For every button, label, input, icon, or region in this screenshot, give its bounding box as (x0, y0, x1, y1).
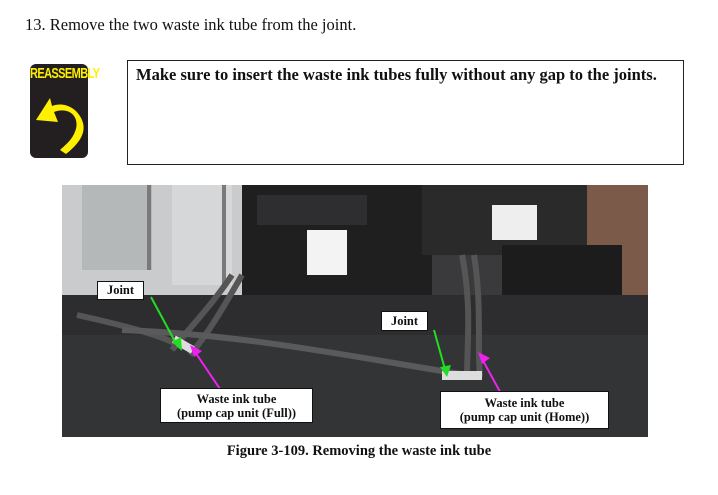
joint-label-right: Joint (381, 311, 428, 331)
reassembly-icon-label: REASSEMBLY (30, 66, 100, 82)
tube-label-home-line1: Waste ink tube (484, 396, 565, 410)
figure-photo: Joint Joint Waste ink tube (pump cap uni… (62, 185, 648, 437)
tube-label-full: Waste ink tube (pump cap unit (Full)) (160, 388, 313, 423)
tube-label-full-line2: (pump cap unit (Full)) (176, 406, 297, 420)
reassembly-note-text: Make sure to insert the waste ink tubes … (136, 65, 657, 84)
joint-label-left: Joint (97, 281, 144, 300)
reassembly-note-box: Make sure to insert the waste ink tubes … (127, 60, 684, 165)
reassembly-icon: REASSEMBLY (30, 64, 100, 158)
figure-caption: Figure 3-109. Removing the waste ink tub… (226, 443, 492, 459)
curved-arrow-icon (36, 98, 84, 154)
tube-label-home: Waste ink tube (pump cap unit (Home)) (440, 391, 609, 429)
step-instruction: 13. Remove the two waste ink tube from t… (25, 15, 357, 34)
tube-label-full-line1: Waste ink tube (196, 392, 277, 406)
tube-label-home-line2: (pump cap unit (Home)) (459, 410, 590, 424)
